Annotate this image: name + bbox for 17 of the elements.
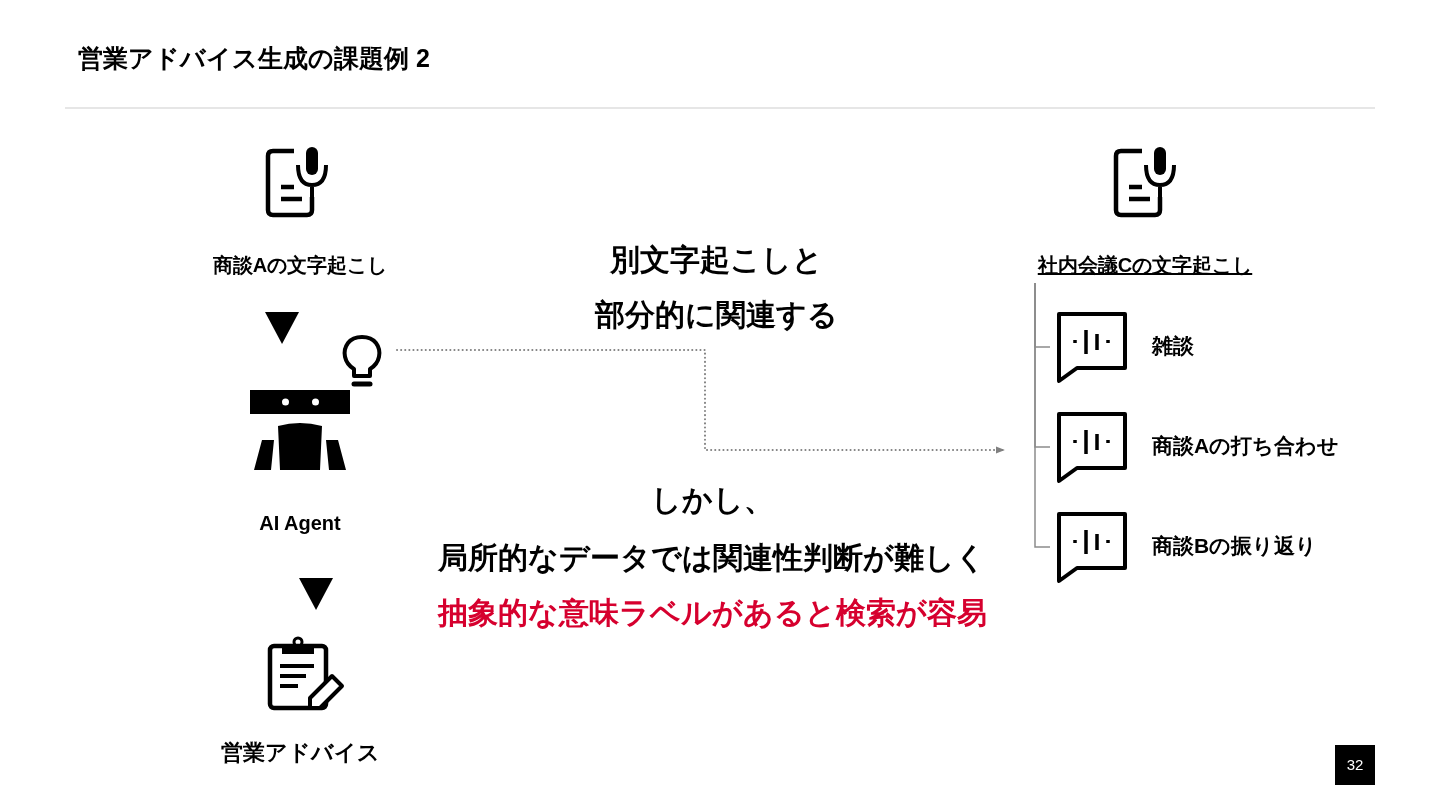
node-label: 社内会議Cの文字起こし	[1036, 253, 1254, 278]
node-label: AI Agent	[258, 512, 342, 535]
tree-connector	[1034, 282, 1051, 548]
node-label: 雑談	[1152, 333, 1195, 359]
node-label: 営業アドバイス	[219, 739, 381, 767]
page-number: 32	[1335, 745, 1375, 785]
arrow	[299, 578, 333, 610]
statement-text: しかし、	[649, 482, 775, 518]
node-label: 商談Aの文字起こし	[211, 253, 389, 278]
statement-text: 別文字起こしと部分的に関連する	[593, 242, 839, 333]
slide-title: 営業アドバイス生成の課題例 2	[78, 43, 430, 74]
node-label: 商談Aの打ち合わせ	[1152, 433, 1341, 459]
arrow	[396, 349, 1005, 454]
highlight-text: 抽象的な意味ラベルがあると検索が容易	[436, 595, 988, 631]
arrow	[265, 312, 299, 344]
statement-text: 局所的なデータでは関連性判断が難しく	[437, 540, 987, 576]
node-label: 商談Bの振り返り	[1152, 533, 1319, 559]
